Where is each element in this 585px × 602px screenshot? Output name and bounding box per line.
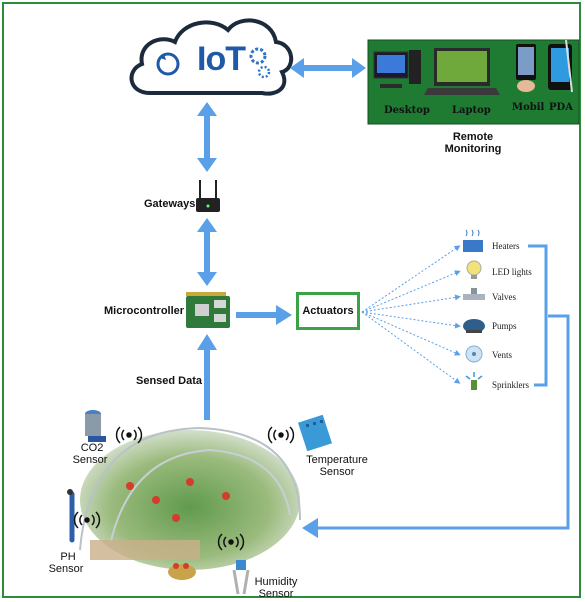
wireless-icon-ph xyxy=(73,511,101,529)
device-label-mobile: Mobil xyxy=(512,102,545,113)
wireless-icon-co2 xyxy=(115,426,143,444)
actuator-vents: Vents xyxy=(492,350,512,360)
actuator-heaters: Heaters xyxy=(492,241,520,251)
device-label-laptop: Laptop xyxy=(452,105,491,116)
actuator-pumps: Pumps xyxy=(492,321,517,331)
router-icon xyxy=(196,180,220,212)
iot-logo-text: IoT xyxy=(197,40,246,78)
sprinkler-icon xyxy=(465,372,483,390)
co2-sensor-label-1: CO2 xyxy=(80,442,104,454)
heater-icon xyxy=(463,229,483,252)
diagram-frame xyxy=(2,2,581,598)
actuator-valves: Valves xyxy=(492,292,516,302)
remote-devices-panel xyxy=(367,39,580,125)
valve-icon xyxy=(463,288,485,300)
actuators-box: Actuators xyxy=(296,292,360,330)
arrow-cloud-gateway xyxy=(197,102,217,172)
humidity-sensor-icon xyxy=(232,560,250,595)
temperature-sensor-icon xyxy=(298,414,332,452)
microcontroller-label: Microcontroller xyxy=(104,305,185,317)
fan-vent-icon xyxy=(465,345,483,363)
humidity-sensor-label-1: Humidity xyxy=(254,576,298,588)
actuator-sprinklers: Sprinklers xyxy=(492,380,529,390)
ph-sensor-icon xyxy=(67,489,75,543)
temperature-sensor-label-1: Temperature xyxy=(306,454,368,466)
actuator-led-lights: LED lights xyxy=(492,267,532,277)
device-label-desktop: Desktop xyxy=(384,105,430,116)
actuator-fanout-lines xyxy=(361,245,461,384)
wireless-icon-humidity xyxy=(217,533,245,551)
remote-monitoring-caption-2: Monitoring xyxy=(444,143,502,155)
sensed-data-label: Sensed Data xyxy=(136,375,203,387)
co2-sensor-label-2: Sensor xyxy=(72,454,108,466)
gateways-label: Gateways xyxy=(144,198,196,210)
feedback-arrowhead xyxy=(302,518,318,538)
co2-sensor-icon xyxy=(85,410,106,442)
arrow-sensed-data xyxy=(197,334,217,420)
iot-cloud-icon xyxy=(129,18,293,96)
arrow-microcontroller-actuators xyxy=(236,305,292,325)
led-bulb-icon xyxy=(466,260,482,279)
feedback-arrow xyxy=(316,244,570,530)
remote-monitoring-caption-1: Remote xyxy=(452,131,494,143)
humidity-sensor-label-2: Sensor xyxy=(258,588,294,600)
arrow-cloud-devices xyxy=(290,58,366,78)
ph-sensor-label-1: PH xyxy=(60,551,76,563)
ph-sensor-label-2: Sensor xyxy=(48,563,84,575)
wireless-icon-temperature xyxy=(267,426,295,444)
pump-icon xyxy=(463,319,485,333)
arrow-gateway-microcontroller xyxy=(197,218,217,286)
microcontroller-board-icon xyxy=(186,292,230,328)
greenhouse-image xyxy=(79,426,301,580)
device-label-pda: PDA xyxy=(549,102,573,113)
temperature-sensor-label-2: Sensor xyxy=(319,466,355,478)
actuators-label: Actuators xyxy=(302,305,354,317)
